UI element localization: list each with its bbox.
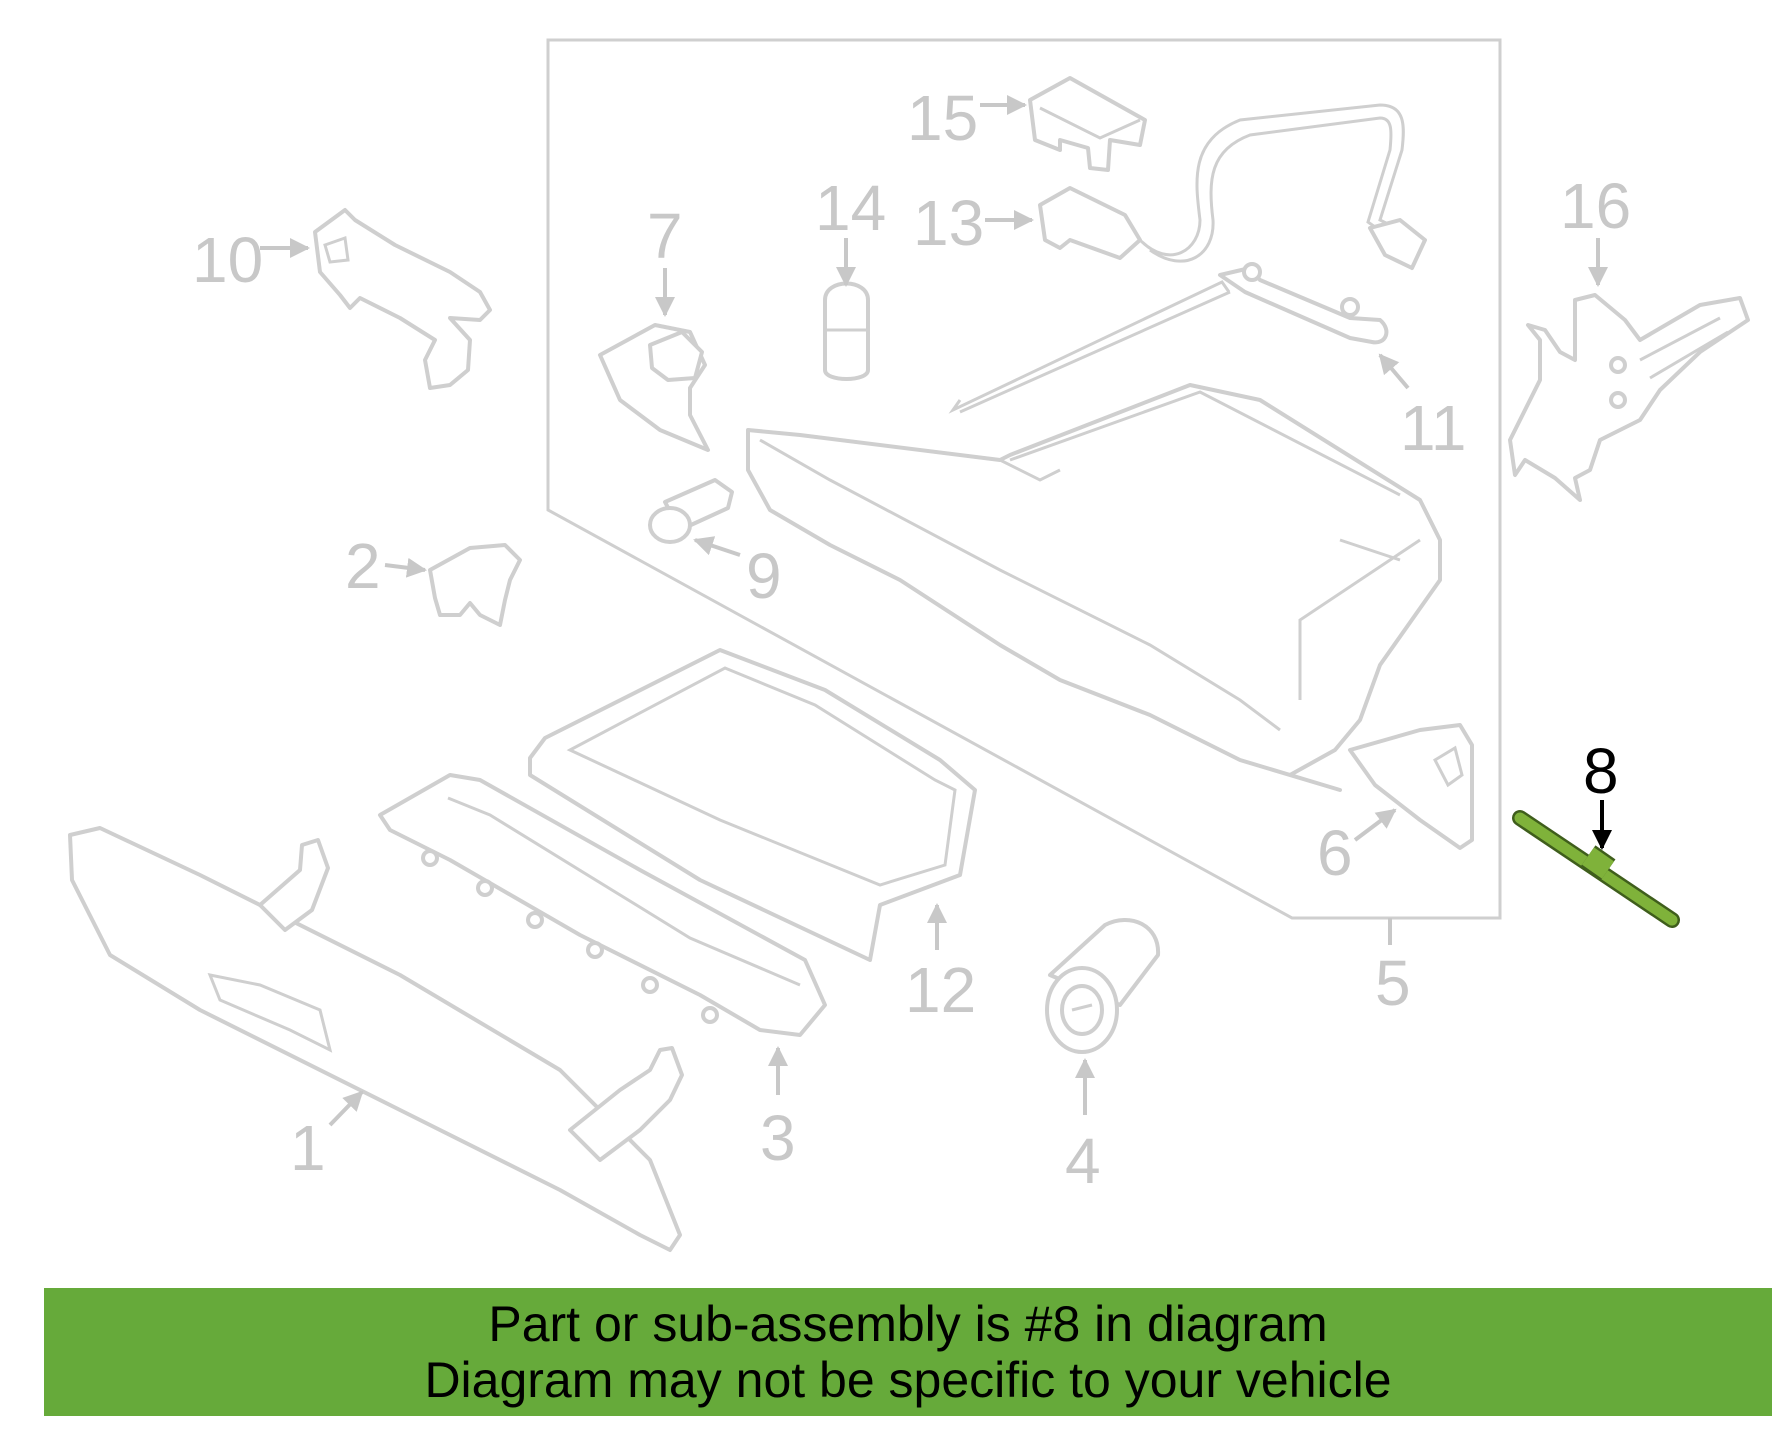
part-7-bracket	[598, 323, 710, 452]
part-6-bracket	[1348, 723, 1474, 850]
part-11-damper	[948, 262, 1389, 414]
callout-4: 4	[1065, 1125, 1101, 1197]
part-16-hinge	[1508, 293, 1750, 502]
part-13-switch	[1038, 103, 1427, 270]
callout-3: 3	[760, 1102, 796, 1174]
info-banner: Part or sub-assembly is #8 in diagram Di…	[44, 1288, 1772, 1416]
callout-8: 8	[1583, 735, 1619, 807]
part-9-screw	[648, 478, 734, 544]
callout-14: 14	[815, 172, 886, 244]
part-4-lock	[1045, 918, 1161, 1054]
part-5-glove-box	[746, 383, 1442, 792]
part-2-clip	[428, 543, 522, 627]
callout-11: 11	[1400, 392, 1466, 464]
leader-lines	[260, 95, 1612, 1127]
callout-9: 9	[746, 540, 782, 612]
callout-10: 10	[192, 224, 263, 296]
callout-12: 12	[905, 954, 976, 1026]
part-15-clip	[1028, 76, 1147, 172]
banner-line-2: Diagram may not be specific to your vehi…	[424, 1352, 1392, 1408]
callout-16: 16	[1560, 170, 1631, 242]
part-10-bracket	[313, 208, 492, 390]
part-14-bulb	[823, 281, 870, 381]
banner-line-1: Part or sub-assembly is #8 in diagram	[488, 1296, 1328, 1352]
callout-6: 6	[1317, 817, 1353, 889]
callout-2: 2	[345, 530, 381, 602]
callout-5: 5	[1375, 947, 1411, 1019]
callout-13: 13	[913, 187, 984, 259]
part-12-liner	[528, 648, 977, 962]
part-8-pin	[1512, 810, 1680, 928]
part-1-door	[68, 826, 684, 1252]
callout-7: 7	[647, 200, 683, 272]
part-3-shelf	[378, 773, 827, 1037]
callout-1: 1	[290, 1112, 326, 1184]
assembly-outline	[546, 38, 1502, 945]
callout-15: 15	[907, 82, 978, 154]
